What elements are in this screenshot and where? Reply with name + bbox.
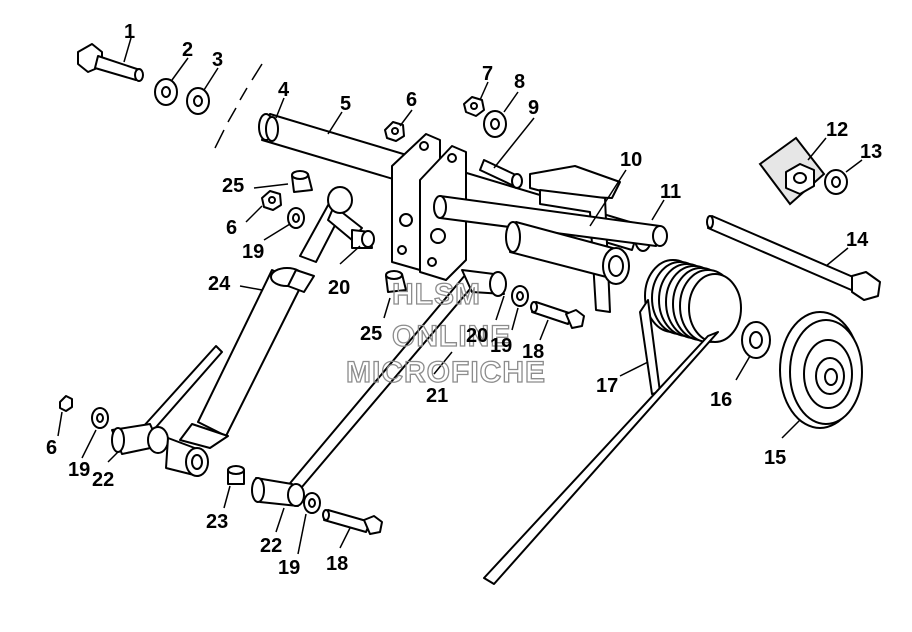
part-6-nut-top bbox=[384, 121, 405, 142]
callout-3: 3 bbox=[212, 49, 223, 71]
part-18-bolt-center bbox=[530, 301, 585, 329]
callout-17: 17 bbox=[596, 375, 618, 397]
callout-25-upper: 25 bbox=[222, 175, 244, 197]
callout-16: 16 bbox=[710, 389, 732, 411]
part-6-nut-lower-left bbox=[59, 395, 73, 412]
part-9-bolt bbox=[479, 159, 523, 189]
part-18-bolt-lower bbox=[322, 509, 383, 535]
callout-2: 2 bbox=[182, 39, 193, 61]
callout-24: 24 bbox=[208, 273, 231, 295]
part-19-washer-lower-left bbox=[91, 407, 109, 429]
upper-arm bbox=[299, 186, 363, 263]
callout-4: 4 bbox=[278, 79, 290, 101]
callout-9: 9 bbox=[528, 97, 539, 119]
callout-labels: 1 2 3 4 5 6 7 8 9 10 11 12 13 14 15 16 1… bbox=[46, 21, 882, 579]
callout-8: 8 bbox=[514, 71, 525, 93]
part-2-washer bbox=[154, 78, 178, 106]
part-21-long-arm bbox=[285, 269, 507, 495]
callout-25-middle: 25 bbox=[360, 323, 382, 345]
part-1-shoulder-bolt bbox=[77, 43, 144, 82]
watermark: HLSM ONLINE MICROFICHE bbox=[345, 277, 546, 389]
callout-11: 11 bbox=[660, 181, 681, 203]
callout-23: 23 bbox=[206, 511, 228, 533]
callout-6-top: 6 bbox=[406, 89, 417, 111]
callout-18-center: 18 bbox=[522, 341, 544, 363]
part-16-washer bbox=[741, 321, 771, 359]
part-19-washer-center bbox=[511, 285, 529, 307]
callout-20-center: 20 bbox=[466, 325, 488, 347]
lower-left-arm bbox=[111, 345, 223, 455]
callout-15: 15 bbox=[764, 447, 786, 469]
callout-1: 1 bbox=[124, 21, 135, 43]
callout-18-lower: 18 bbox=[326, 553, 348, 575]
part-24-shock-absorber bbox=[179, 267, 315, 449]
part-19-washer-middle bbox=[287, 207, 305, 229]
part-13-washer bbox=[824, 169, 848, 195]
part-25-bushing-middle bbox=[385, 270, 407, 293]
part-8-washer bbox=[483, 110, 507, 138]
part-22-bushing-lower bbox=[251, 477, 305, 507]
callout-13: 13 bbox=[860, 141, 882, 163]
part-7-nut bbox=[463, 96, 485, 117]
callout-21: 21 bbox=[426, 385, 448, 407]
part-11-shaft bbox=[433, 195, 668, 247]
callout-19-lower-left: 19 bbox=[68, 459, 90, 481]
part-10-sleeve bbox=[505, 221, 630, 285]
leader-lines bbox=[57, 37, 863, 555]
watermark-line-3: MICROFICHE bbox=[346, 356, 546, 389]
part-15-idler-wheel bbox=[779, 311, 863, 429]
part-3-washer bbox=[186, 87, 210, 115]
part-12-clamp-nut bbox=[758, 136, 826, 206]
callout-7: 7 bbox=[482, 63, 493, 85]
callout-19-middle: 19 bbox=[242, 241, 264, 263]
watermark-line-2: ONLINE bbox=[392, 320, 511, 353]
callout-22-lower: 22 bbox=[260, 535, 282, 557]
callout-14: 14 bbox=[846, 229, 869, 251]
callout-20-upper: 20 bbox=[328, 277, 350, 299]
part-20-bushing-upper bbox=[351, 229, 375, 249]
callout-12: 12 bbox=[826, 119, 848, 141]
part-17-torsion-spring bbox=[483, 259, 742, 585]
callout-19-lower: 19 bbox=[278, 557, 300, 579]
part-23-bushing bbox=[227, 465, 245, 485]
part-25-bushing-upper bbox=[291, 170, 313, 193]
lower-pivot-block bbox=[165, 437, 209, 477]
part-19-washer-lower-center bbox=[303, 492, 321, 514]
part-6-nut-middle bbox=[261, 190, 282, 211]
callout-22-left: 22 bbox=[92, 469, 114, 491]
callout-19-center: 19 bbox=[490, 335, 512, 357]
part-14-long-bolt bbox=[706, 215, 881, 301]
callout-5: 5 bbox=[340, 93, 351, 115]
center-line bbox=[214, 63, 263, 149]
watermark-line-1: HLSM bbox=[392, 278, 481, 311]
callout-10: 10 bbox=[620, 149, 642, 171]
callout-6-lower-left: 6 bbox=[46, 437, 57, 459]
callout-6-middle: 6 bbox=[226, 217, 237, 239]
